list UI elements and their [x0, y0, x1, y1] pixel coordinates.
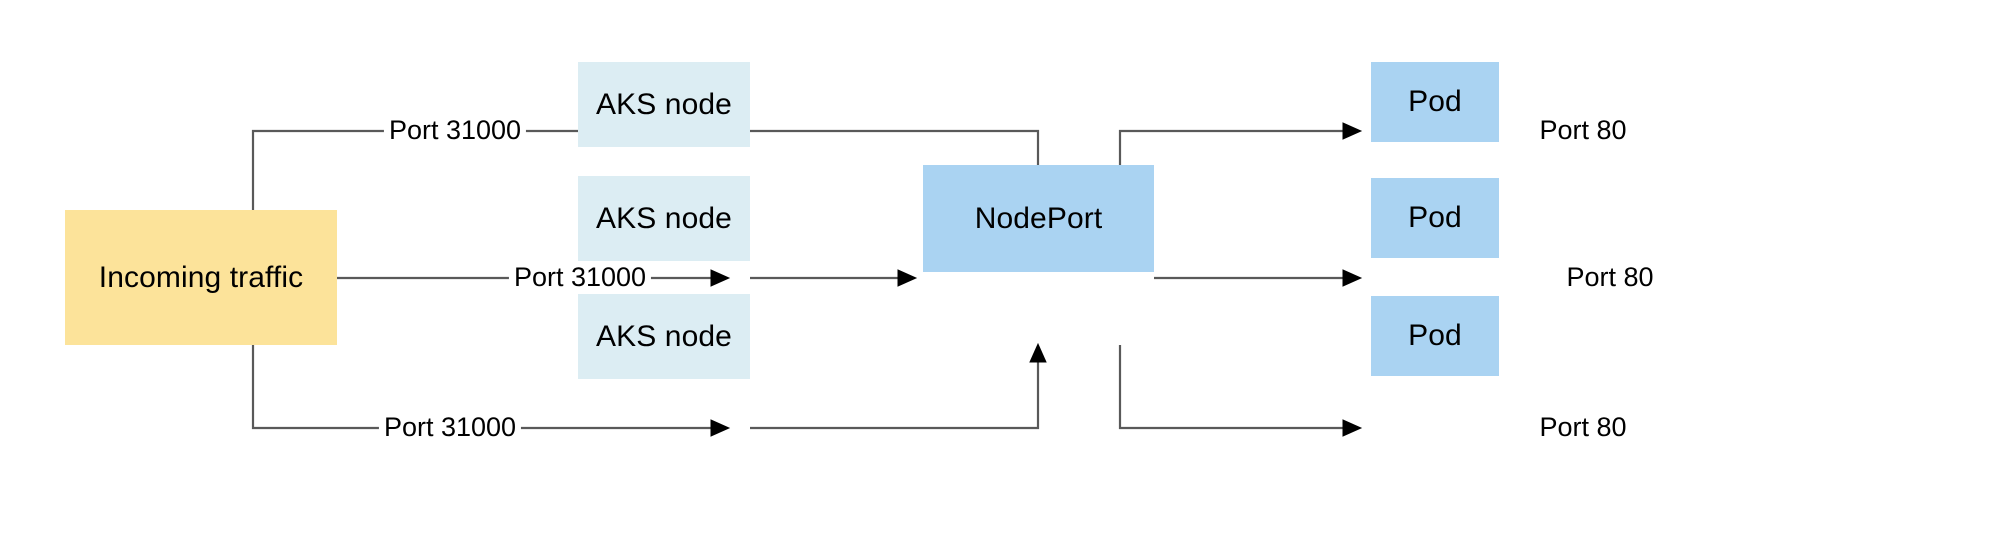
edge-label-nodeport-to-pod-2: Port 80 [1561, 262, 1659, 294]
connector-incoming-to-aks-3 [251, 345, 731, 437]
node-aks-node-3-label: AKS node [596, 319, 732, 353]
node-pod-2[interactable]: Pod [1371, 178, 1499, 258]
node-nodeport[interactable]: NodePort [923, 165, 1154, 272]
node-aks-node-2[interactable]: AKS node [578, 176, 750, 261]
connector-nodeport-to-pod-3 [1118, 345, 1363, 437]
edge-label-incoming-to-aks-3: Port 31000 [378, 412, 522, 444]
node-aks-node-3[interactable]: AKS node [578, 294, 750, 379]
node-aks-node-1-label: AKS node [596, 87, 732, 121]
node-pod-2-label: Pod [1408, 201, 1462, 234]
connector-aks-3-to-nodeport [750, 342, 1047, 430]
node-pod-3-label: Pod [1408, 319, 1462, 352]
edge-label-incoming-to-aks-1: Port 31000 [383, 115, 527, 147]
node-nodeport-label: NodePort [974, 201, 1103, 235]
node-pod-1[interactable]: Pod [1371, 62, 1499, 142]
edge-label-nodeport-to-pod-1: Port 80 [1534, 115, 1632, 147]
node-aks-node-2-label: AKS node [596, 201, 732, 235]
node-incoming-traffic-label: Incoming traffic [98, 260, 304, 294]
connector-incoming-to-aks-1 [251, 122, 731, 210]
edge-label-incoming-to-aks-2: Port 31000 [508, 262, 652, 294]
node-pod-3[interactable]: Pod [1371, 296, 1499, 376]
edge-label-nodeport-to-pod-3: Port 80 [1534, 412, 1632, 444]
node-pod-1-label: Pod [1408, 85, 1462, 118]
node-incoming-traffic[interactable]: Incoming traffic [65, 210, 337, 345]
node-aks-node-1[interactable]: AKS node [578, 62, 750, 147]
